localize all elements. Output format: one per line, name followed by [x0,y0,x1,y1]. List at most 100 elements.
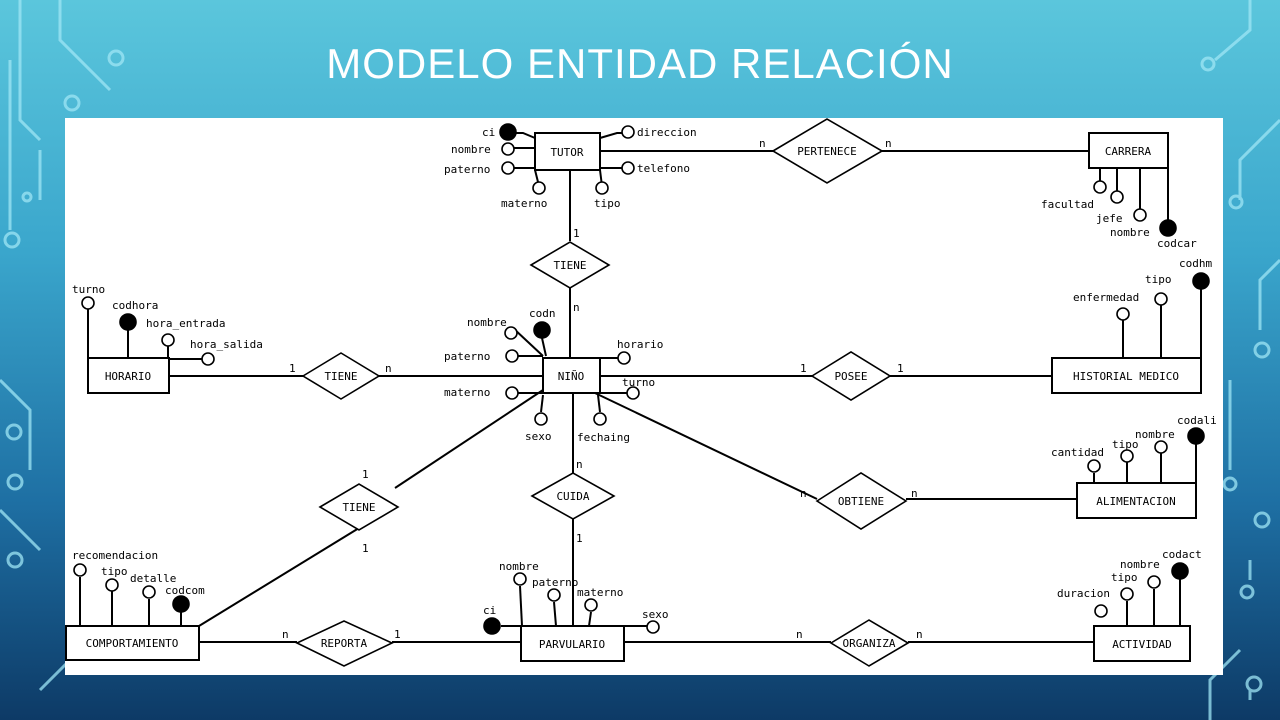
attr-label: paterno [444,163,490,176]
relationship-pertenece[interactable]: PERTENECE [771,118,884,184]
attr-label: telefono [637,162,690,175]
attr-label: nombre [467,316,507,329]
cardinality: n [800,487,807,500]
historial-codhm-key-icon [1192,272,1210,290]
attr-label: tipo [1145,273,1172,286]
relationship-label: PERTENECE [797,145,857,158]
entity-label: TUTOR [550,146,583,159]
cardinality: 1 [897,362,904,375]
cardinality: n [759,137,766,150]
horario-codhora-key-icon [119,313,137,331]
relationship-obtiene[interactable]: OBTIENE [815,472,908,530]
relationship-label: TIENE [324,370,357,383]
relationship-label: OBTIENE [838,495,884,508]
entity-label: HISTORIAL MEDICO [1073,370,1179,383]
attr-label: enfermedad [1073,291,1139,304]
attribute-circles [73,123,1210,635]
entity-tutor[interactable]: TUTOR [534,132,601,171]
cardinality: n [282,628,289,641]
attr-label: codn [529,307,556,320]
relationship-label: REPORTA [321,637,368,650]
entity-horario[interactable]: HORARIO [87,357,170,394]
attr-label: codact [1162,548,1202,561]
entity-alimentacion[interactable]: ALIMENTACION [1076,482,1197,519]
attr-label: hora_salida [190,338,263,351]
cardinality: n [916,628,923,641]
attr-label: turno [622,376,655,389]
attr-label: codhm [1179,257,1212,270]
attr-label: nombre [1110,226,1150,239]
attr-label: codcom [165,584,205,597]
comportamiento-codcom-key-icon [172,595,190,613]
relationship-cuida[interactable]: CUIDA [530,472,616,520]
cardinality: 1 [573,227,580,240]
er-diagram-canvas: TUTOR CARRERA HORARIO NIÑO HISTORIAL MED… [65,118,1217,667]
attr-label: detalle [130,572,176,585]
attr-label: tipo [594,197,621,210]
attr-label: nombre [499,560,539,573]
entity-comportamiento[interactable]: COMPORTAMIENTO [65,625,200,661]
relationship-label: TIENE [553,259,586,272]
attr-label: duracion [1057,587,1110,600]
relationship-label: ORGANIZA [843,637,896,650]
entity-nino[interactable]: NIÑO [542,357,601,394]
attr-label: facultad [1041,198,1094,211]
cardinality: n [385,362,392,375]
relationship-tiene-comportamiento[interactable]: TIENE [318,483,400,531]
attr-label: direccion [637,126,697,139]
cardinality: n [796,628,803,641]
relationship-label: CUIDA [556,490,589,503]
attr-label: codcar [1157,237,1197,250]
relationship-posee[interactable]: POSEE [810,351,892,401]
entity-parvulario[interactable]: PARVULARIO [520,625,625,662]
attr-label: paterno [532,576,578,589]
entity-carrera[interactable]: CARRERA [1088,132,1169,169]
attr-label: nombre [1120,558,1160,571]
entity-actividad[interactable]: ACTIVIDAD [1093,625,1191,662]
entity-label: COMPORTAMIENTO [86,637,179,650]
attr-label: codhora [112,299,158,312]
attribute-stems [79,132,1202,627]
entity-label: HORARIO [105,370,151,383]
actividad-codact-key-icon [1171,562,1189,580]
attr-label: ci [482,126,495,139]
attr-label: horario [617,338,663,351]
cardinality: 1 [289,362,296,375]
cardinality: n [885,137,892,150]
entity-label: ALIMENTACION [1096,495,1175,508]
attr-label: sexo [525,430,552,443]
cardinality: n [911,487,918,500]
cardinality: n [573,301,580,314]
relationship-reporta[interactable]: REPORTA [295,620,394,667]
relationship-label: TIENE [342,501,375,514]
entity-label: ACTIVIDAD [1112,638,1172,651]
attr-label: hora_entrada [146,317,225,330]
attr-label: sexo [642,608,669,621]
cardinality-labels: n n 1 n 1 n 1 1 n n n 1 1 1 n 1 n n [282,137,923,641]
attr-label: nombre [1135,428,1175,441]
cardinality: 1 [576,532,583,545]
attr-label: tipo [1112,438,1139,451]
cardinality: 1 [800,362,807,375]
cardinality: 1 [394,628,401,641]
relationship-organiza[interactable]: ORGANIZA [829,619,910,667]
attr-label: tipo [1111,571,1138,584]
cardinality: 1 [362,542,369,555]
relationship-tiene-horario[interactable]: TIENE [301,352,381,400]
attr-label: cantidad [1051,446,1104,459]
slide-title: MODELO ENTIDAD RELACIÓN [326,40,954,87]
parvulario-ci-key-icon [483,617,501,635]
relationship-label: POSEE [834,370,867,383]
connector-lines [169,150,1094,643]
attr-label: nombre [451,143,491,156]
attr-label: ci [483,604,496,617]
attr-label: turno [72,283,105,296]
attr-label: tipo [101,565,128,578]
entity-historial-medico[interactable]: HISTORIAL MEDICO [1051,357,1202,394]
alimentacion-codali-key-icon [1187,427,1205,445]
er-diagram: TUTOR CARRERA HORARIO NIÑO HISTORIAL MED… [65,118,1223,675]
relationship-tiene-tutor[interactable]: TIENE [529,241,611,289]
attr-label: materno [501,197,547,210]
entity-label: NIÑO [558,370,585,383]
